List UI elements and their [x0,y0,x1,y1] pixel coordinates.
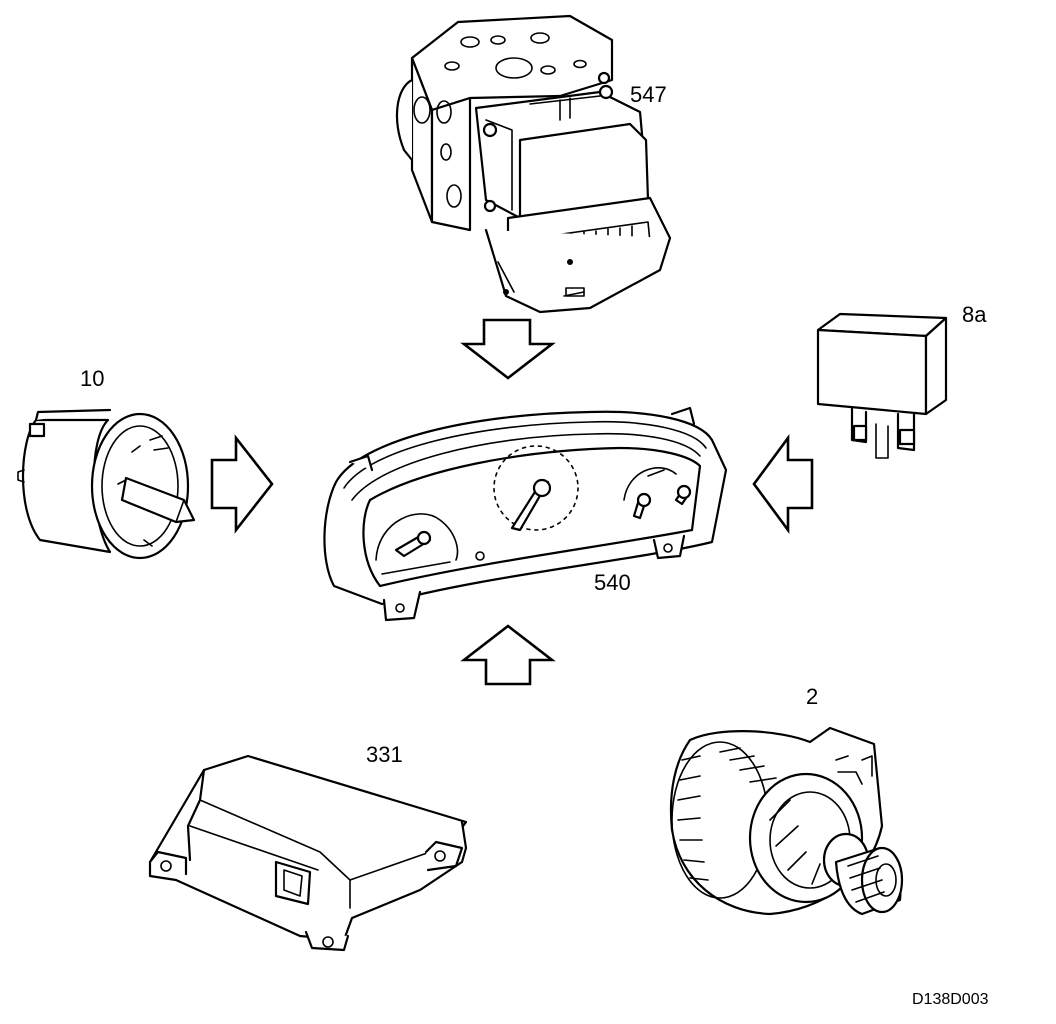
abs-unit-label: 547 [630,82,667,107]
relay-label: 8a [962,302,987,327]
light-switch [17,408,196,560]
instrument-cluster-label: 540 [594,570,631,595]
airbag-module [148,754,468,952]
arrow-left-from-relay [752,434,814,534]
abs-unit [395,14,672,314]
instrument-cluster [323,406,728,622]
alternator [669,726,904,916]
alternator-label: 2 [806,684,818,709]
airbag-module-label: 331 [366,742,403,767]
light-switch-label: 10 [80,366,104,391]
relay [816,312,948,459]
reference-code: D138D003 [912,991,989,1008]
arrow-right-from-switch [210,434,274,534]
arrow-down-from-abs [460,318,556,380]
arrow-up-from-airbag [460,624,556,686]
